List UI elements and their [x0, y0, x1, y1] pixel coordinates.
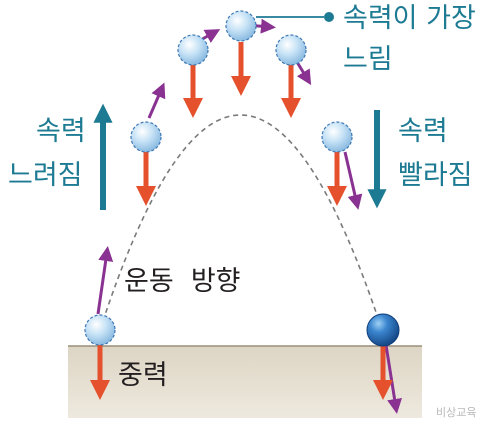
motion-direction-label: 운동 방향	[124, 266, 241, 297]
right-speed-label-line2: 빨라짐	[398, 160, 473, 191]
ball	[130, 121, 162, 153]
ground	[68, 346, 422, 418]
ball	[275, 34, 307, 66]
ball	[84, 314, 116, 346]
ball-landed	[366, 313, 400, 347]
velocity-arrow	[295, 61, 312, 86]
left-speed-label-line2: 느려짐	[8, 160, 83, 191]
velocity-arrow	[96, 246, 114, 315]
ball	[321, 121, 353, 153]
velocity-arrow	[343, 151, 363, 210]
trajectory-path	[99, 114, 383, 331]
ball	[177, 34, 209, 66]
top-speed-label-line1: 속력이 가장	[343, 3, 476, 34]
left-speed-label-line1: 속력	[36, 116, 86, 147]
velocity-arrow	[147, 82, 166, 119]
ball-top	[225, 10, 257, 42]
publisher-watermark: 비상교육	[436, 406, 477, 419]
right-speed-label-line1: 속력	[398, 116, 448, 147]
top-speed-label-line2: 느림	[343, 44, 393, 75]
callout-dot	[324, 12, 334, 22]
velocity-arrow	[384, 344, 402, 414]
gravity-label: 중력	[118, 360, 168, 391]
